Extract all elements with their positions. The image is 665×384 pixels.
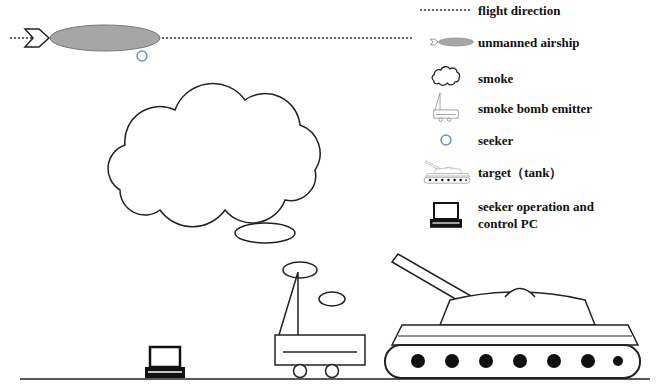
legend-text: target（tank） — [478, 164, 658, 181]
emitter-symbol — [275, 272, 365, 378]
legend-sample — [432, 67, 460, 86]
ground-line — [20, 378, 650, 380]
legend-text: flight direction — [478, 2, 658, 19]
legend-sample — [430, 203, 462, 228]
legend-sample — [434, 93, 458, 121]
smoke-puff — [319, 292, 345, 306]
legend-text: unmanned airship — [478, 34, 658, 51]
legend-text: seeker operation and control PC — [478, 198, 628, 232]
legend-text: seeker — [478, 132, 658, 149]
legend-text: smoke — [478, 70, 658, 87]
tank-symbol — [385, 254, 640, 378]
smoke-puff — [235, 223, 295, 243]
legend-sample — [424, 161, 470, 183]
seeker-symbol — [137, 51, 147, 61]
legend-sample — [430, 38, 473, 46]
smoke-puff — [283, 262, 317, 278]
legend-sample — [441, 135, 451, 145]
pc-symbol — [145, 347, 185, 378]
airship-symbol — [25, 25, 160, 51]
smoke-cloud — [108, 84, 320, 227]
legend-sample — [420, 9, 470, 11]
legend-text: smoke bomb emitter — [478, 100, 658, 117]
